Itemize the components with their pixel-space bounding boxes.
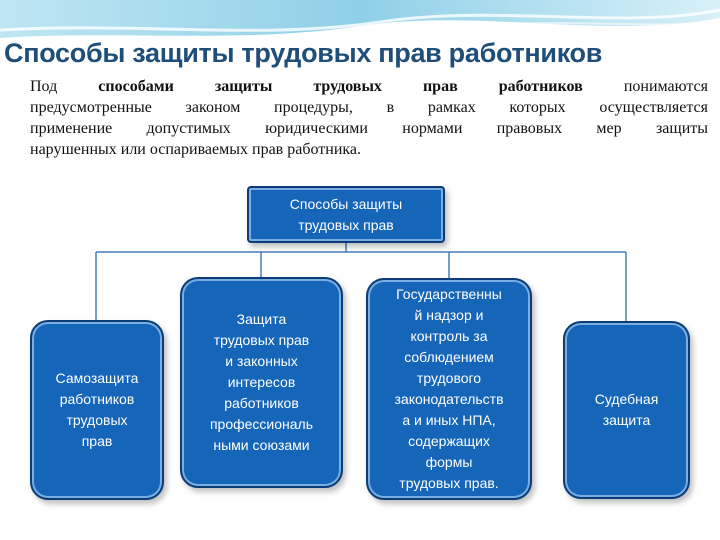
diagram-box-label: Самозащита работников трудовых прав: [55, 370, 139, 449]
intro-line-1: Под способами защиты трудовых прав работ…: [8, 76, 708, 97]
diagram-root-label: Способы защиты трудовых прав: [289, 195, 403, 233]
intro-word-after: понимаются: [623, 78, 709, 95]
header-wave-decoration: [0, 0, 720, 43]
diagram-box-label: Судебная защита: [594, 391, 659, 428]
diagram-box-trade-unions: Защита трудовых прав и законных интересо…: [180, 277, 343, 488]
diagram-box-label: Защита трудовых прав и законных интересо…: [209, 311, 314, 453]
diagram-box-label: Государственны й надзор и контроль за со…: [394, 286, 504, 491]
diagram-box-state-supervision: Государственны й надзор и контроль за со…: [366, 278, 532, 500]
intro-paragraph: Под способами защиты трудовых прав работ…: [8, 76, 708, 160]
intro-word-pod: Под: [30, 78, 58, 95]
intro-bold-phrase: способами защиты трудовых прав работнико…: [98, 78, 583, 95]
intro-line-4: нарушенных или оспариваемых прав работни…: [30, 141, 362, 158]
intro-line-3: применение допустимых юридическими норма…: [30, 120, 708, 137]
slide-title: Способы защиты трудовых прав работников: [4, 38, 603, 68]
diagram-box-self-defense: Самозащита работников трудовых прав: [30, 320, 164, 500]
diagram-box-judicial: Судебная защита: [563, 321, 690, 499]
intro-line-2: предусмотренные законом процедуры, в рам…: [30, 99, 708, 116]
diagram-root-box: Способы защиты трудовых прав: [247, 186, 445, 243]
